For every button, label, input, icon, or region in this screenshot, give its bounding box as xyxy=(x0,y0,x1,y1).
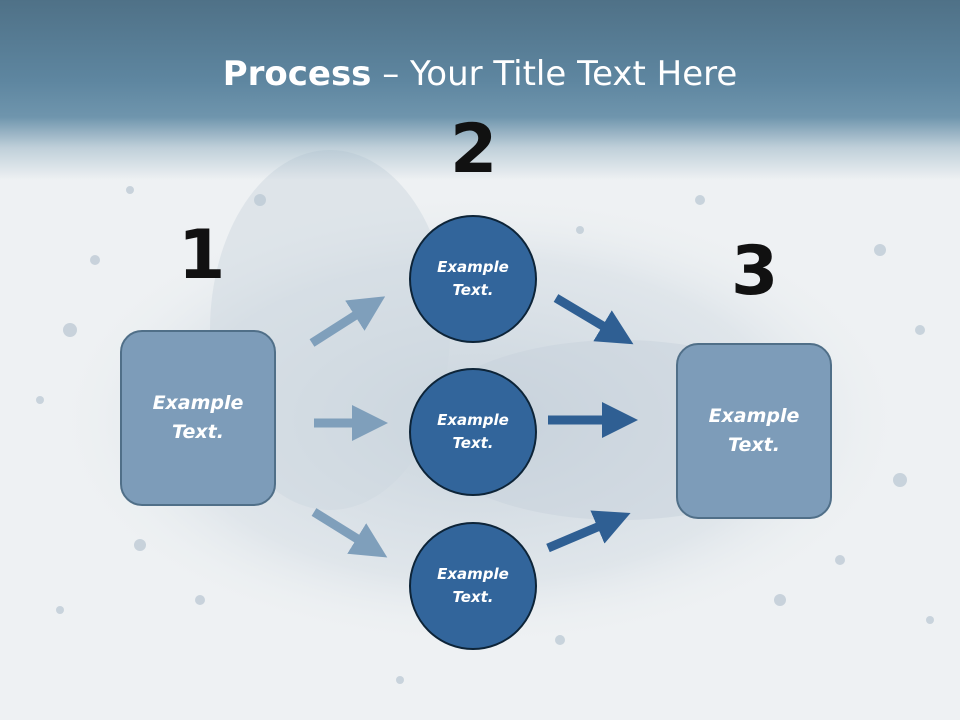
title-rest: – Your Title Text Here xyxy=(371,54,738,94)
circle-bottom: Example Text. xyxy=(409,522,537,650)
circle-bottom-label: Example Text. xyxy=(437,565,509,606)
circle-middle-label: Example Text. xyxy=(437,411,509,452)
right-box-label: Example Text. xyxy=(708,405,800,456)
circle-middle: Example Text. xyxy=(409,368,537,496)
left-example-box: Example Text. xyxy=(120,330,276,506)
arrow-box1-to-circle-top xyxy=(309,296,386,347)
title-banner xyxy=(0,0,960,180)
arrow-circle-bottom-to-box3 xyxy=(546,510,631,553)
left-box-label: Example Text. xyxy=(152,392,244,443)
right-example-box: Example Text. xyxy=(676,343,832,519)
step-number-2: 2 xyxy=(450,110,498,189)
step-number-1: 1 xyxy=(178,216,226,295)
arrow-circle-top-to-box3 xyxy=(553,294,634,345)
slide-title: Process – Your Title Text Here xyxy=(0,52,960,96)
circle-top: Example Text. xyxy=(409,215,537,343)
step-number-3: 3 xyxy=(731,232,779,311)
title-bold: Process xyxy=(222,54,372,94)
circle-top-label: Example Text. xyxy=(437,258,509,299)
arrow-box1-to-circle-bottom xyxy=(311,508,388,558)
